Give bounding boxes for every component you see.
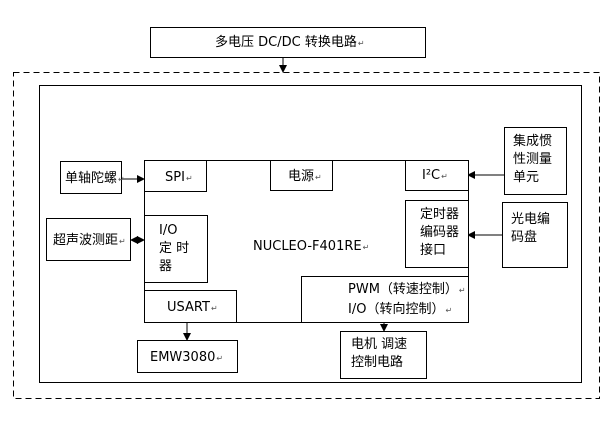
imu-label: 集成惯 性测量 单元 <box>513 134 553 185</box>
io-timer-label: I/O 定 时 器 <box>159 223 190 274</box>
board-inner-frame <box>39 85 582 383</box>
timer-encoder-port: 定时器 编码器 接口 <box>405 200 469 268</box>
encoder-disk-label: 光电编 码盘 <box>511 212 551 245</box>
spi-port: SPI↵ <box>144 160 207 192</box>
usart-label: USART↵ <box>167 300 218 315</box>
ultrasonic-label: 超声波测距↵ <box>53 233 126 248</box>
imu-block: 集成惯 性测量 单元 <box>504 127 567 195</box>
power-label: 电源↵ <box>288 169 322 184</box>
spi-label: SPI↵ <box>165 170 193 185</box>
motor-driver-block: 电机 调速 控制电路 <box>340 331 427 379</box>
i2c-label: I²C↵ <box>422 168 448 183</box>
ultrasonic-block: 超声波测距↵ <box>46 218 131 261</box>
encoder-disk-block: 光电编 码盘 <box>502 202 568 268</box>
mcu-label: NUCLEO-F401RE↵ <box>253 239 370 254</box>
usart-port: USART↵ <box>144 290 237 323</box>
dcdc-label: 多电压 DC/DC 转换电路↵ <box>215 35 365 50</box>
wifi-module-block: EMW3080↵ <box>137 340 238 373</box>
dcdc-converter-block: 多电压 DC/DC 转换电路↵ <box>150 27 426 58</box>
io-timer-port: I/O 定 时 器 <box>144 215 208 283</box>
wifi-label: EMW3080↵ <box>150 350 224 365</box>
power-port: 电源↵ <box>270 160 333 191</box>
io-direction-label: I/O（转向控制）↵ <box>348 302 453 317</box>
i2c-port: I²C↵ <box>405 160 469 191</box>
timer-encoder-label: 定时器 编码器 接口 <box>420 207 460 258</box>
motor-driver-label: 电机 调速 控制电路 <box>351 337 408 370</box>
pwm-label: PWM（转速控制）↵ <box>348 282 466 297</box>
gyro-label: 单轴陀螺↵ <box>65 171 125 186</box>
board-dashed-frame <box>13 72 600 399</box>
pwm-port: PWM（转速控制）↵ I/O（转向控制）↵ <box>301 276 469 323</box>
gyro-block: 单轴陀螺↵ <box>60 161 125 194</box>
